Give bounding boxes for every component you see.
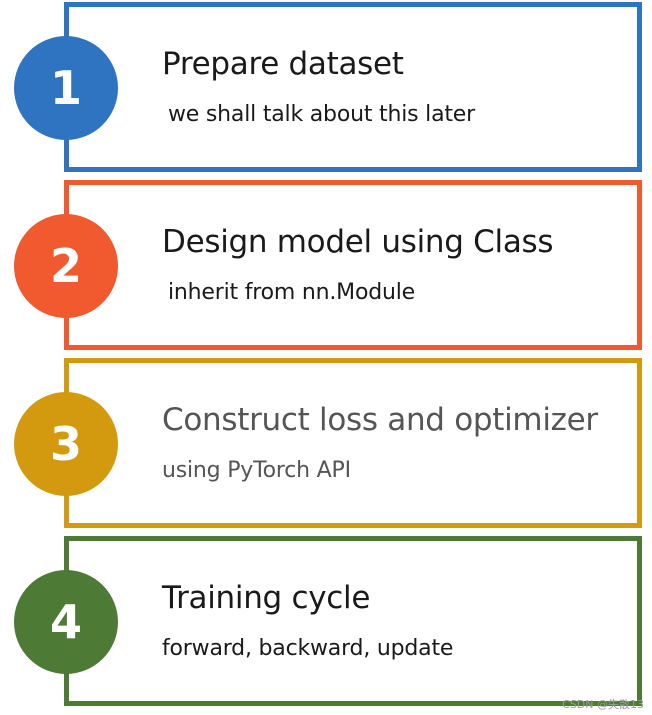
step-2-number-circle: 2 [14,214,118,318]
step-1-subtitle: we shall talk about this later [168,102,475,127]
step-1: 1 Prepare dataset we shall talk about th… [0,2,652,172]
step-4-subtitle: forward, backward, update [162,636,454,661]
step-2: 2 Design model using Class inherit from … [0,180,652,350]
step-4-box [64,536,642,706]
step-2-box [64,180,642,350]
step-4-number-circle: 4 [14,570,118,674]
step-1-number-circle: 1 [14,36,118,140]
step-2-subtitle: inherit from nn.Module [168,280,415,305]
step-4-title: Training cycle [162,580,371,616]
step-1-title: Prepare dataset [162,46,404,82]
step-3-subtitle: using PyTorch API [162,458,351,483]
step-1-box [64,2,642,172]
step-2-title: Design model using Class [162,224,554,260]
step-3-number-circle: 3 [14,392,118,496]
step-3: 3 Construct loss and optimizer using PyT… [0,358,652,528]
step-3-title: Construct loss and optimizer [162,402,598,438]
step-4: 4 Training cycle forward, backward, upda… [0,536,652,706]
step-3-box [64,358,642,528]
watermark: CSDN @失散13 [562,698,644,711]
